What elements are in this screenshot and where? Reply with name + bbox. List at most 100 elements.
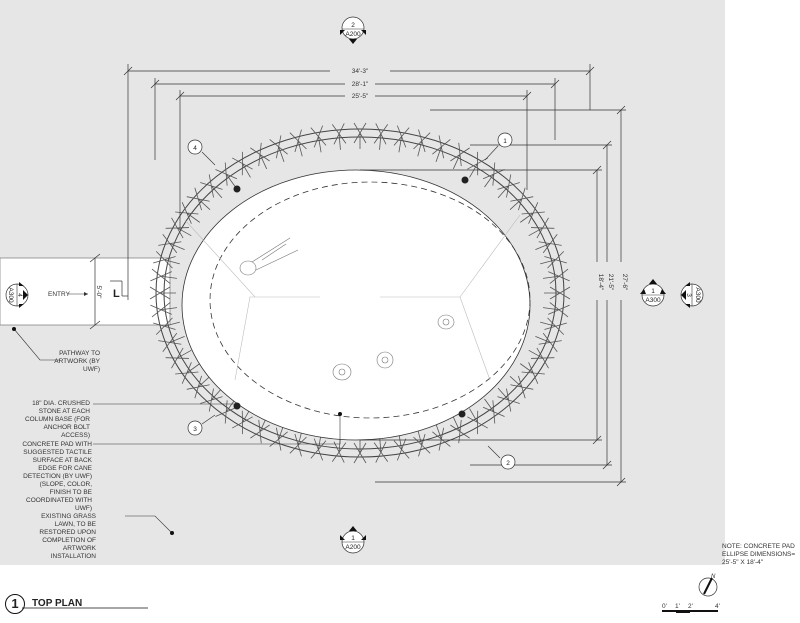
ring-column-mark: [535, 332, 562, 353]
dim-pad-width: 25'-5": [352, 93, 369, 100]
grass-note: EXISTING GRASS LAWN, TO BE RESTORED UPON…: [39, 513, 96, 560]
ring-column-mark: [509, 375, 534, 399]
svg-text:2': 2': [688, 603, 693, 610]
ring-column-mark: [509, 187, 534, 211]
ring-column-mark: [149, 286, 176, 300]
ellipse-note: NOTE: CONCRETE PAD ELLIPSE DIMENSIONS= 2…: [722, 543, 796, 566]
svg-text:1: 1: [351, 535, 355, 542]
ring-column-mark: [544, 286, 571, 300]
ring-column-mark: [175, 202, 201, 224]
ring-column-mark: [165, 347, 192, 369]
ring-column-mark: [289, 129, 307, 157]
concrete-pad-note: CONCRETE PAD WITH SUGGESTED TACTILE SURF…: [22, 441, 92, 512]
ring-column-mark: [467, 408, 488, 435]
leader-dots: [12, 327, 342, 535]
section-marker-3-a300[interactable]: 3 A300: [680, 282, 704, 308]
ring-column-mark: [158, 233, 185, 254]
svg-text:N: N: [711, 574, 716, 580]
person-figure: [437, 314, 455, 330]
ring-column-mark: [215, 162, 238, 188]
ring-column-mark: [497, 174, 520, 199]
ring-column-mark: [186, 187, 211, 211]
leader-lines: [13, 145, 501, 534]
svg-text:3: 3: [685, 293, 692, 297]
ring-column-mark: [175, 362, 201, 384]
arrow-head-icon: [84, 292, 88, 296]
svg-text:A200: A200: [345, 31, 361, 38]
seating-lines: [380, 214, 521, 381]
ring-column-mark: [232, 151, 253, 178]
ring-column-mark: [482, 398, 505, 424]
ring-column-mark: [528, 217, 555, 239]
svg-text:2: 2: [351, 22, 355, 29]
ring-column-mark: [153, 251, 180, 269]
ring-column-mark: [250, 142, 270, 170]
dim-ring-width: 28'-1": [352, 81, 369, 88]
drawing-title: TOP PLAN: [32, 598, 83, 609]
svg-text:1: 1: [503, 138, 507, 145]
section-marker-4-a300[interactable]: 4 A300: [5, 282, 29, 308]
sculpture-ring: [149, 122, 571, 464]
ring-column-mark: [432, 135, 451, 163]
ring-column-mark: [482, 162, 505, 188]
ring-column-mark: [331, 123, 347, 150]
ring-column-mark: [450, 416, 470, 444]
seating-lines: [184, 219, 320, 381]
ring-rail: [155, 128, 565, 458]
svg-text:0': 0': [662, 603, 667, 610]
svg-text:1': 1': [675, 603, 680, 610]
ring-column-mark: [413, 129, 431, 157]
ring-column-mark: [542, 302, 570, 318]
horizontal-dimensions: [123, 64, 595, 300]
ring-column-mark: [150, 302, 178, 318]
ring-column-mark: [269, 135, 288, 163]
dim-entry-width: 5'-0": [95, 286, 102, 300]
ring-column-mark: [353, 122, 367, 149]
ring-column-mark: [542, 268, 570, 284]
person-figure: [376, 351, 394, 369]
ring-column-mark: [158, 332, 185, 353]
ring-column-mark: [497, 387, 520, 412]
ring-column-mark: [310, 125, 327, 153]
callout-3: 3: [187, 420, 203, 436]
svg-text:3: 3: [193, 426, 197, 433]
ring-column-mark: [432, 423, 451, 451]
svg-text:A200: A200: [345, 544, 361, 551]
ring-column-mark: [450, 142, 470, 170]
tactile-edge: [210, 182, 530, 418]
crushed-stone-note: 18" DIA. CRUSHED STONE AT EACH COLUMN BA…: [24, 400, 90, 439]
entry-mark: L: [113, 288, 120, 300]
ring-column-mark: [393, 433, 410, 461]
ring-column-mark: [540, 317, 567, 335]
svg-text:4: 4: [16, 293, 23, 297]
ring-column-mark: [467, 151, 488, 178]
ring-column-mark: [186, 375, 211, 399]
dim-pad-depth: 18'-4": [597, 274, 604, 291]
drawing-number: 1: [5, 594, 25, 614]
callout-4: 4: [187, 139, 203, 155]
person-figure: [332, 363, 352, 381]
stone-base-icons: [233, 176, 469, 418]
dim-overall-width: 34'-3": [352, 68, 369, 75]
pathway: [0, 257, 171, 326]
ring-column-mark: [519, 202, 545, 224]
ring-column-mark: [535, 233, 562, 254]
concrete-pad: [181, 169, 531, 441]
svg-text:1: 1: [651, 288, 655, 295]
ring-column-mark: [373, 123, 389, 150]
ring-column-mark: [519, 362, 545, 384]
callout-1: 1: [497, 132, 513, 148]
ring-column-mark: [165, 217, 192, 239]
ring-column-mark: [200, 174, 223, 199]
dim-overall-depth: 27'-6": [621, 274, 628, 291]
svg-text:2: 2: [506, 460, 510, 467]
entry-label: ENTRY: [48, 291, 71, 298]
svg-text:A300: A300: [694, 287, 701, 303]
scale-bar: 0' 1' 2' 4': [662, 603, 720, 613]
ring-column-mark: [200, 387, 223, 412]
vertical-dimensions: [89, 105, 626, 487]
